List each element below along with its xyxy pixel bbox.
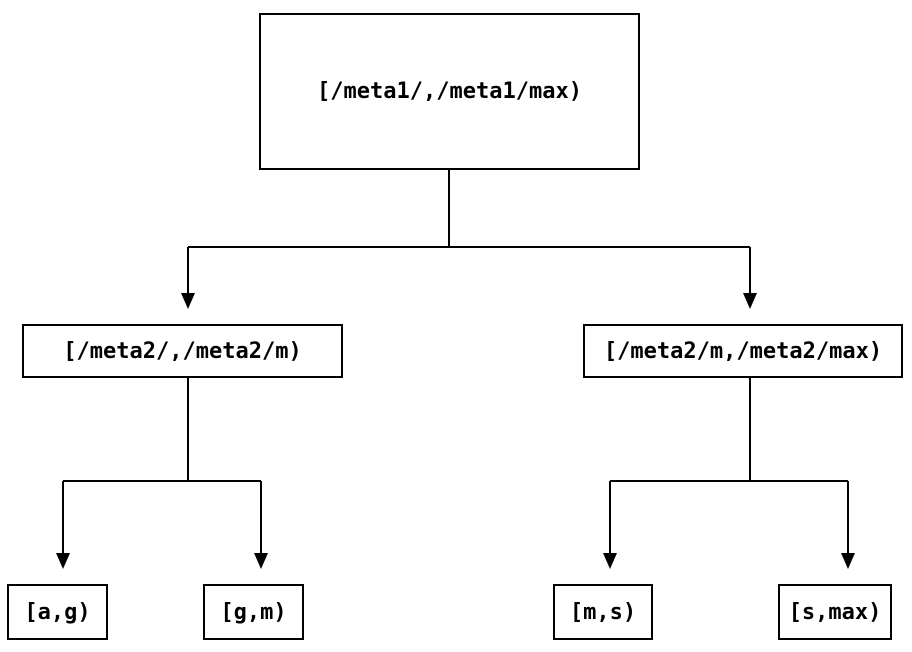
arrowhead-right-to-leaf4 [841,553,855,569]
node-leaf-ms: [m,s) [553,584,653,640]
arrowhead-root-to-right [743,293,757,309]
node-meta2-high-range: [/meta2/m,/meta2/max) [583,324,903,378]
node-leaf-gm: [g,m) [203,584,304,640]
arrowhead-left-to-leaf2 [254,553,268,569]
arrowhead-left-to-leaf1 [56,553,70,569]
arrowhead-root-to-left [181,293,195,309]
node-meta2-low-range: [/meta2/,/meta2/m) [22,324,343,378]
node-leaf-smax: [s,max) [778,584,892,640]
node-leaf-ag: [a,g) [7,584,108,640]
arrowhead-right-to-leaf3 [603,553,617,569]
node-root-range: [/meta1/,/meta1/max) [259,13,640,170]
